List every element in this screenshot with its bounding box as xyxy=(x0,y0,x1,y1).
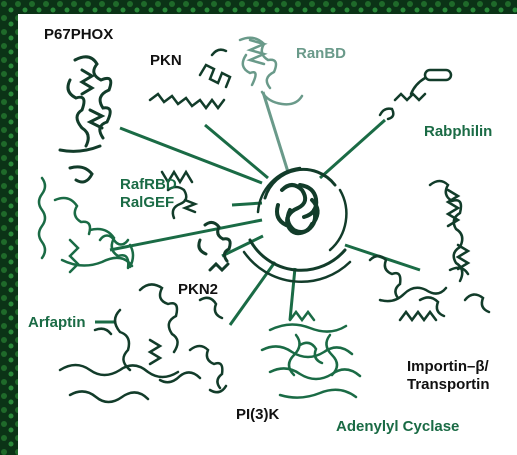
label-rabphilin: Rabphilin xyxy=(424,123,492,141)
label-pkn: PKN xyxy=(150,52,182,70)
label-adenylyl-cyclase: Adenylyl Cyclase xyxy=(336,418,459,436)
label-arfaptin: Arfaptin xyxy=(28,314,86,332)
label-ranbd: RanBD xyxy=(296,45,346,63)
label-p67phox: P67PHOX xyxy=(44,26,113,44)
label-importin: Importin–β/ xyxy=(407,358,489,376)
label-pkn2: PKN2 xyxy=(178,281,218,299)
label-transportin: Transportin xyxy=(407,376,490,394)
label-pi3k: PI(3)K xyxy=(236,406,279,424)
label-ralgef: RalGEF xyxy=(120,194,174,212)
label-rafrbd: RafRBD xyxy=(120,176,177,194)
